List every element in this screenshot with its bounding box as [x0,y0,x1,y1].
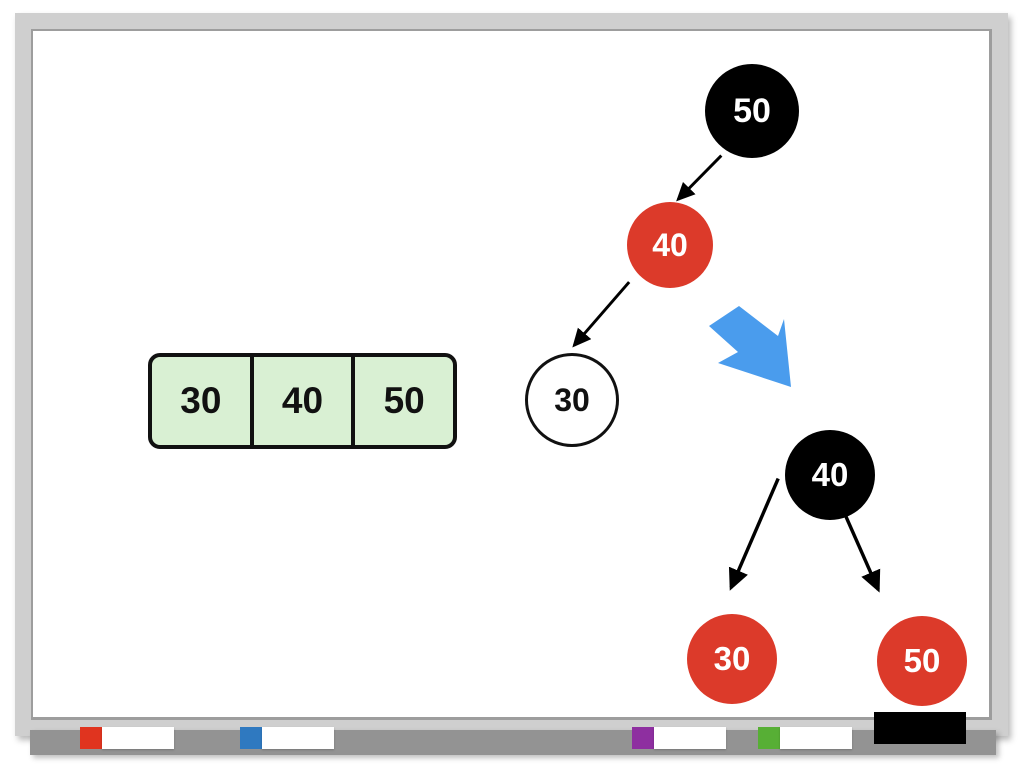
purple-marker[interactable] [632,727,726,749]
edge-40-to-30 [572,281,631,348]
blue-marker[interactable] [240,727,334,749]
tree-node-before-50[interactable]: 50 [705,64,799,158]
edge-50-to-40 [676,154,723,202]
whiteboard-surface[interactable]: 30 40 50 50 40 30 40 30 50 [33,31,989,717]
whiteboard-frame-inner-edge: 30 40 50 50 40 30 40 30 50 [31,29,992,720]
array-cell[interactable]: 50 [383,380,425,421]
red-marker[interactable] [80,727,174,749]
green-marker[interactable] [758,727,852,749]
eraser[interactable] [874,712,966,744]
array-cell[interactable]: 40 [254,357,356,445]
purple-marker-barrel [654,727,726,749]
arrow-down-right-icon [709,306,791,387]
green-marker-cap [758,727,780,749]
whiteboard-frame: 30 40 50 50 40 30 40 30 50 [15,13,1008,736]
sorted-array-box[interactable]: 30 40 50 [148,353,457,449]
blue-marker-barrel [262,727,334,749]
edge-40-to-30-balanced [728,477,780,591]
tree-node-after-40[interactable]: 40 [785,430,875,520]
array-cell[interactable]: 30 [152,357,254,445]
tree-node-before-40[interactable]: 40 [627,202,713,288]
tree-node-before-30[interactable]: 30 [525,353,619,447]
red-marker-cap [80,727,102,749]
tree-node-after-30[interactable]: 30 [687,614,777,704]
red-marker-barrel [102,727,174,749]
green-marker-barrel [780,727,852,749]
tree-node-after-50[interactable]: 50 [877,616,967,706]
blue-marker-cap [240,727,262,749]
purple-marker-cap [632,727,654,749]
